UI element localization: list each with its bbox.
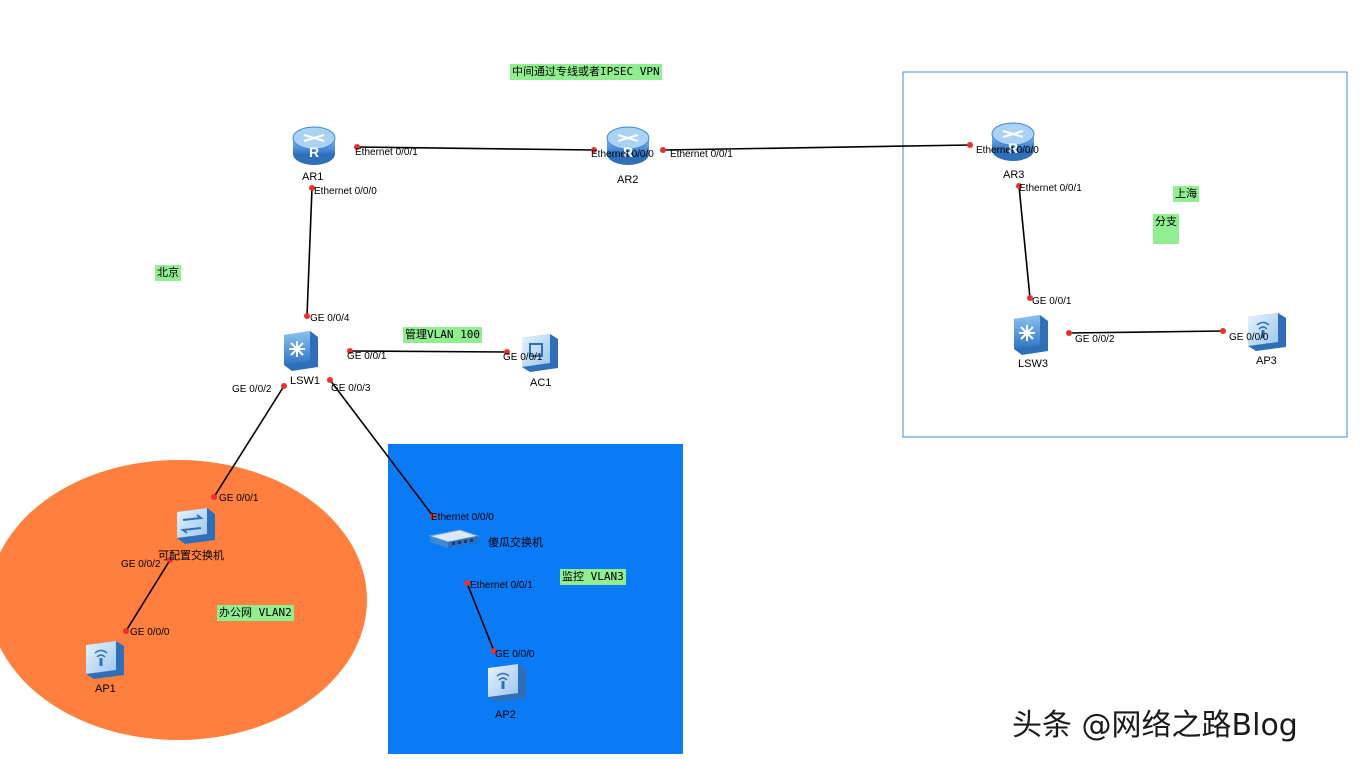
links xyxy=(125,144,1224,652)
ap-icon[interactable] xyxy=(488,664,526,702)
note-branch: 分支 xyxy=(1153,214,1179,244)
port-label: GE 0/0/2 xyxy=(1075,334,1115,345)
port-label: GE 0/0/2 xyxy=(232,384,272,395)
office-zone xyxy=(0,460,367,740)
link-lsw3-ap3[interactable] xyxy=(1068,330,1224,334)
device-label-lsw3: LSW3 xyxy=(1018,358,1048,370)
router-icon[interactable]: R xyxy=(991,122,1035,161)
ap-icon[interactable] xyxy=(86,641,124,679)
dumb-switch-icon[interactable] xyxy=(428,529,480,548)
monitor-zone xyxy=(388,444,683,754)
port-label: Ethernet 0/0/0 xyxy=(431,512,494,523)
port-label: Ethernet 0/0/0 xyxy=(314,186,377,197)
port-label: GE 0/0/0 xyxy=(130,627,170,638)
device-label-cfg-switch: 可配置交换机 xyxy=(158,548,224,562)
device-label-ap3: AP3 xyxy=(1256,355,1277,367)
port-label: Ethernet 0/0/1 xyxy=(355,147,418,158)
port-label: GE 0/0/1 xyxy=(219,493,259,504)
core-switch-icon[interactable] xyxy=(1014,315,1048,355)
device-label-ar2: AR2 xyxy=(617,174,638,186)
port-label: Ethernet 0/0/1 xyxy=(670,149,733,160)
port-label: GE 0/0/0 xyxy=(495,649,535,660)
core-switch-icon[interactable] xyxy=(284,331,318,371)
port-label: GE 0/0/1 xyxy=(1032,296,1072,307)
link-lsw1-dumbswitch[interactable] xyxy=(329,379,434,517)
port-label: Ethernet 0/0/0 xyxy=(976,145,1039,156)
note-office-vlan: 办公网 VLAN2 xyxy=(217,605,294,621)
link-ar1-ar2[interactable] xyxy=(356,146,595,151)
branch-zone xyxy=(902,71,1348,438)
port-label: Ethernet 0/0/1 xyxy=(1019,183,1082,194)
svg-text:R: R xyxy=(623,144,633,160)
svg-text:R: R xyxy=(309,144,319,160)
router-icon[interactable]: R xyxy=(292,126,336,165)
note-mgmt-vlan: 管理VLAN 100 xyxy=(403,327,482,343)
note-beijing: 北京 xyxy=(155,265,181,281)
device-label-ap2: AP2 xyxy=(495,709,516,721)
device-label-ar1: AR1 xyxy=(302,171,323,183)
link-dumbswitch-ap2[interactable] xyxy=(466,582,495,652)
device-label-lsw1: LSW1 xyxy=(290,375,320,387)
watermark: 头条 @网络之路Blog xyxy=(1012,708,1298,743)
device-label-dumb-switch: 傻瓜交换机 xyxy=(488,535,543,549)
port-label: GE 0/0/1 xyxy=(503,352,543,363)
link-ar2-ar3[interactable] xyxy=(662,144,971,151)
link-cfgswitch-ap1[interactable] xyxy=(125,559,171,632)
port-label: GE 0/0/2 xyxy=(121,559,161,570)
note-monitor-vlan: 监控 VLAN3 xyxy=(560,569,626,585)
port-label: GE 0/0/0 xyxy=(1229,332,1269,343)
ap-icon[interactable] xyxy=(1248,313,1286,351)
link-ar3-lsw3[interactable] xyxy=(1018,185,1031,299)
port-label: GE 0/0/4 xyxy=(310,313,350,324)
link-lsw1-ac1[interactable] xyxy=(349,350,508,353)
device-label-ac1: AC1 xyxy=(530,377,551,389)
note-shanghai: 上海 xyxy=(1173,186,1199,202)
port-label: Ethernet 0/0/1 xyxy=(470,580,533,591)
device-label-ap1: AP1 xyxy=(95,683,116,695)
port-label: GE 0/0/3 xyxy=(331,383,371,394)
port-dots xyxy=(123,142,1226,654)
port-label: Ethernet 0/0/0 xyxy=(591,149,654,160)
ac-icon[interactable] xyxy=(522,334,558,372)
svg-text:R: R xyxy=(1008,140,1018,156)
link-lsw1-cfgswitch[interactable] xyxy=(213,385,285,498)
link-ar1-lsw1[interactable] xyxy=(306,187,313,317)
configurable-switch-icon[interactable] xyxy=(177,508,215,544)
device-label-ar3: AR3 xyxy=(1003,169,1024,181)
router-icon[interactable]: R xyxy=(606,126,650,165)
note-backbone: 中间通过专线或者IPSEC VPN xyxy=(510,64,662,80)
port-label: GE 0/0/1 xyxy=(347,351,387,362)
